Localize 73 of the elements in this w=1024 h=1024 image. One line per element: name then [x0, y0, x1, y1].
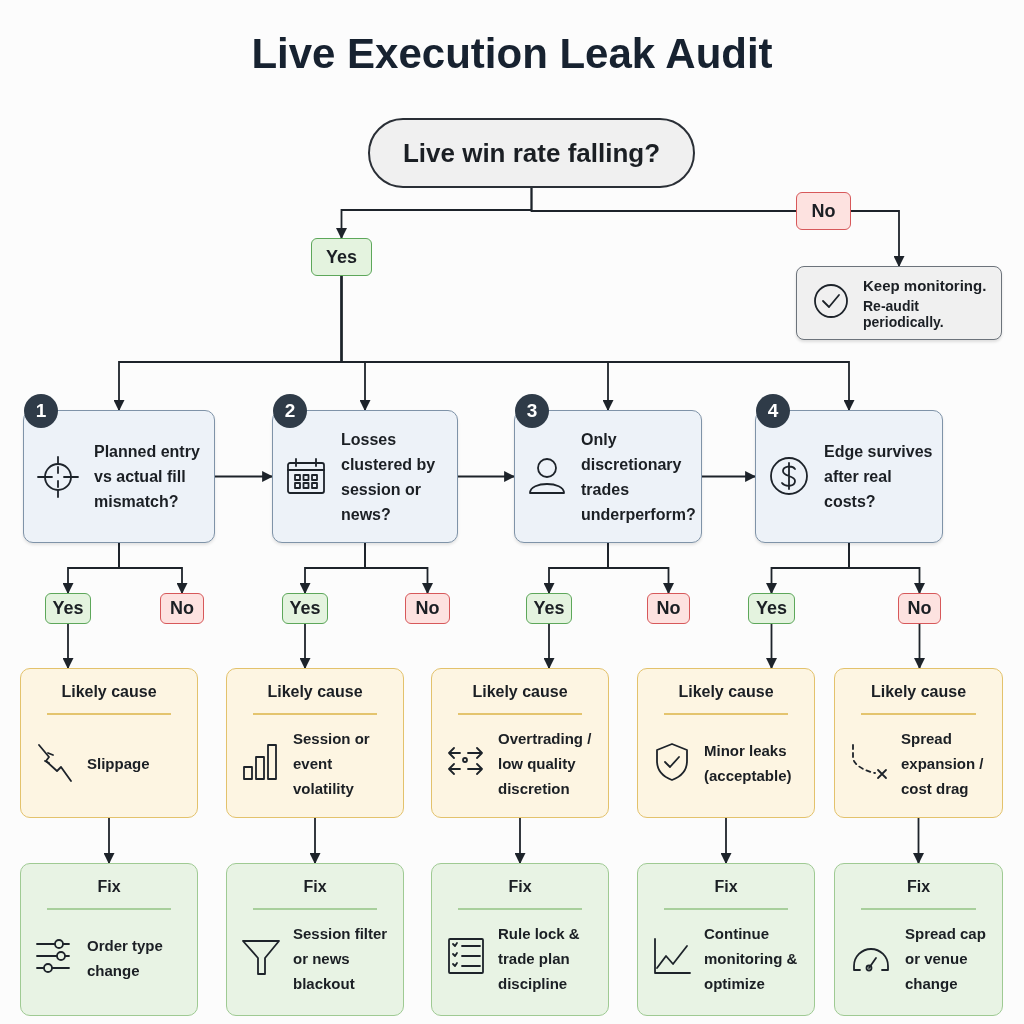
- outcome-text: Keep monitoring.: [863, 276, 988, 294]
- no-branch-tag: No: [796, 192, 851, 230]
- cause-card: [20, 668, 198, 818]
- arrow: [701, 471, 757, 482]
- fix-card: [431, 863, 609, 1016]
- card-text: Overtrading / low quality discretion: [498, 728, 593, 799]
- arrow: [848, 542, 925, 595]
- arrow: [364, 542, 433, 595]
- step-number-badge: 3: [515, 394, 549, 428]
- arrow: [914, 623, 925, 670]
- fix-card: [637, 863, 815, 1016]
- arrow: [720, 817, 732, 865]
- arrow: [850, 210, 905, 268]
- arrow: [543, 623, 555, 670]
- yes-branch-tag: Yes: [311, 238, 372, 276]
- arrow: [214, 471, 274, 482]
- connector-line: [530, 187, 797, 212]
- fix-card: [20, 863, 198, 1016]
- card-heading: Likely cause: [869, 683, 968, 702]
- card-heading: Likely cause: [266, 683, 364, 702]
- yes-branch-tag: Yes: [282, 593, 328, 624]
- yes-branch-tag: Yes: [45, 593, 91, 624]
- arrow: [514, 817, 526, 865]
- step-number-badge: 1: [24, 394, 58, 428]
- card-heading: Likely cause: [60, 683, 158, 702]
- card-text: Rule lock & trade plan discipline: [498, 923, 581, 994]
- card-text: Session or event volatility: [293, 728, 371, 799]
- cause-card: [431, 668, 609, 818]
- start-question-pill: Live win rate falling?: [368, 118, 695, 188]
- arrow: [62, 623, 74, 670]
- question-text: Only discretionary trades underperform?: [581, 429, 697, 525]
- arrow: [299, 623, 311, 670]
- yes-branch-tag: Yes: [748, 593, 795, 624]
- question-text: Planned entry vs actual fill mismatch?: [94, 442, 201, 512]
- no-branch-tag: No: [405, 593, 450, 624]
- card-text: Order type change: [87, 936, 164, 981]
- arrow: [103, 817, 115, 865]
- step-number-badge: 4: [756, 394, 790, 428]
- yes-branch-tag: Yes: [526, 593, 572, 624]
- fix-card: [226, 863, 404, 1016]
- card-heading: Fix: [96, 878, 122, 897]
- card-heading: Fix: [905, 878, 932, 897]
- arrow: [457, 471, 516, 482]
- card-heading: Fix: [302, 878, 328, 897]
- card-text: Minor leaks (acceptable): [704, 741, 793, 786]
- arrow: [913, 817, 924, 865]
- cause-card: [226, 668, 404, 818]
- arrow: [766, 623, 777, 670]
- step-number-badge: 2: [273, 394, 307, 428]
- card-heading: Fix: [713, 878, 739, 897]
- arrow: [118, 542, 188, 595]
- arrow: [309, 817, 321, 865]
- card-text: Session filter or news blackout: [293, 923, 389, 994]
- card-text: Continue monitoring & optimize: [704, 923, 799, 994]
- question-text: Losses clustered by session or news?: [341, 429, 437, 525]
- fix-card: [834, 863, 1003, 1016]
- diagram-title: Live Execution Leak Audit: [250, 30, 774, 78]
- card-text: Spread cap or venue change: [905, 923, 987, 994]
- outcome-note: Re-audit periodically.: [863, 297, 945, 330]
- question-text: Edge survives after real costs?: [824, 442, 934, 512]
- arrow: [607, 542, 674, 595]
- card-heading: Fix: [507, 878, 533, 897]
- card-heading: Likely cause: [677, 683, 775, 702]
- no-branch-tag: No: [160, 593, 204, 624]
- cause-card: [637, 668, 815, 818]
- no-branch-tag: No: [898, 593, 941, 624]
- outcome-box: [796, 266, 1002, 340]
- card-text: Spread expansion / cost drag: [901, 728, 985, 799]
- arrow: [340, 275, 855, 412]
- cause-card: [834, 668, 1003, 818]
- card-text: Slippage: [87, 753, 150, 774]
- no-branch-tag: No: [647, 593, 690, 624]
- card-heading: Likely cause: [471, 683, 569, 702]
